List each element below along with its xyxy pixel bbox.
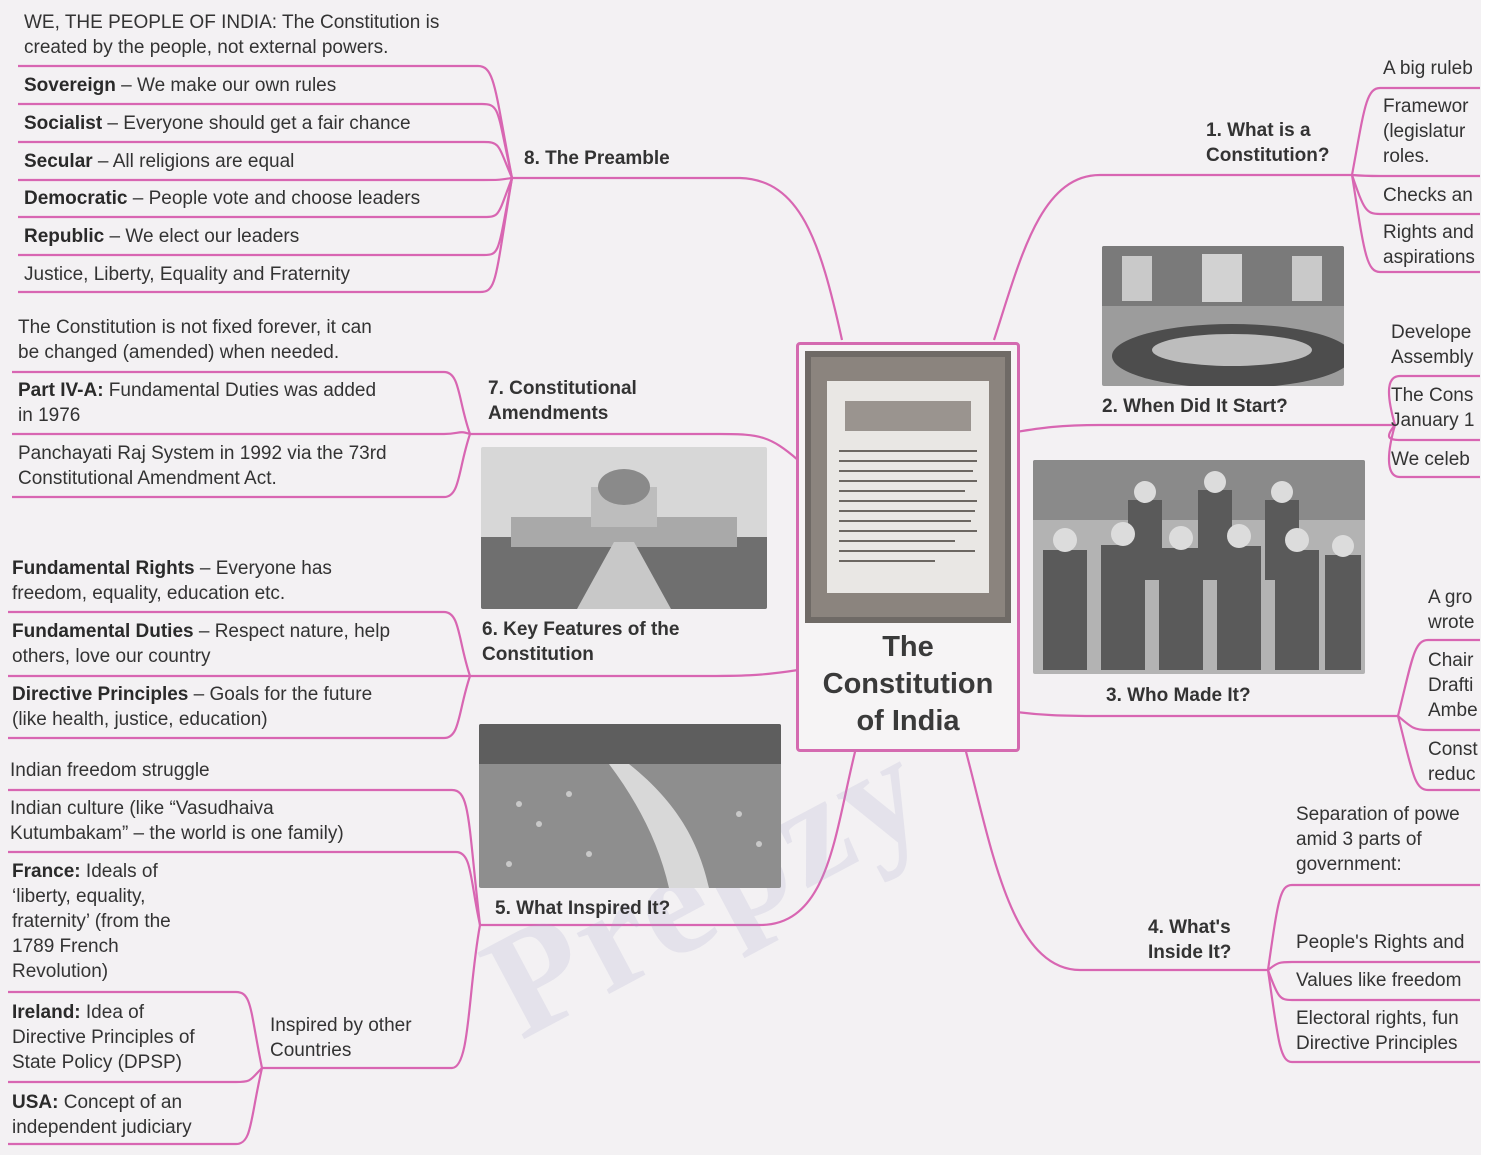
timeline-item: Develope Assembly — [1391, 322, 1474, 368]
amendment-item-text: The Constitution is not fixed forever, i… — [18, 317, 372, 363]
content-item: Values like freedom — [1296, 970, 1462, 991]
preamble-item: Socialist – Everyone should get a fair c… — [24, 111, 411, 136]
page-edge — [1481, 0, 1493, 1155]
preamble-item-term: Republic — [24, 226, 105, 247]
feature-item-text: – Goals for the future (like health, jus… — [12, 684, 373, 730]
preamble-item: Justice, Liberty, Equality and Fraternit… — [24, 262, 350, 287]
branch-when-title: 2. When Did It Start? — [1102, 396, 1288, 417]
freedom-march-photo — [479, 724, 781, 888]
definition-item: A big ruleb — [1383, 58, 1473, 79]
constituent-assembly-members-photo — [1033, 460, 1365, 674]
amendment-item-text: Panchayati Raj System in 1992 via the 73… — [18, 443, 387, 489]
preamble-item: Secular – All religions are equal — [24, 149, 294, 174]
preamble-item-text: – We make our own rules — [115, 75, 337, 96]
definition-item: Framewor (legislatur roles. — [1383, 96, 1469, 167]
country-item: France: Ideals of ‘liberty, equality, fr… — [12, 859, 171, 984]
center-title: The Constitution of India — [822, 631, 994, 737]
content-item: Separation of powe amid 3 parts of gover… — [1296, 804, 1460, 875]
branch-inspired-title: 5. What Inspired It? — [495, 898, 671, 919]
constitution-preamble-image — [805, 351, 1011, 623]
country-item: USA: Concept of an independent judiciary — [12, 1090, 192, 1140]
country-name: Ireland: — [12, 1002, 81, 1023]
country-text: Idea of Directive Principles of State Po… — [12, 1002, 195, 1073]
preamble-item-term: Socialist — [24, 113, 103, 134]
branch-preamble-title: 8. The Preamble — [524, 148, 670, 169]
timeline-item: We celeb — [1391, 449, 1470, 470]
rashtrapati-bhavan-photo — [481, 447, 767, 609]
country-item: Ireland: Idea of Directive Principles of… — [12, 1000, 195, 1075]
feature-item-text: – Respect nature, help others, love our … — [12, 621, 391, 667]
country-name: France: — [12, 861, 81, 882]
feature-item-text: – Everyone has freedom, equality, educat… — [12, 558, 332, 604]
branch-key-features-title: 6. Key Features of the Constitution — [482, 619, 680, 665]
country-text: Concept of an independent judiciary — [12, 1092, 192, 1138]
feature-item: Fundamental Duties – Respect nature, hel… — [12, 619, 390, 669]
preamble-item-text: – All religions are equal — [92, 151, 295, 172]
preamble-item-term: Secular — [24, 151, 93, 172]
inspired-by-countries-label: Inspired by other Countries — [270, 1015, 412, 1061]
maker-item: Const reduc — [1428, 739, 1478, 785]
amendment-item: Part IV-A: Fundamental Duties was added … — [18, 378, 376, 428]
branch-inside-title: 4. What's Inside It? — [1148, 917, 1232, 963]
assembly-hall-photo — [1102, 246, 1344, 386]
feature-item-term: Fundamental Duties — [12, 621, 194, 642]
inspiration-item: Indian freedom struggle — [10, 760, 210, 781]
amendment-item: The Constitution is not fixed forever, i… — [18, 315, 372, 365]
amendment-item-text: Fundamental Duties was added in 1976 — [18, 380, 377, 426]
feature-item: Fundamental Rights – Everyone has freedo… — [12, 556, 332, 606]
timeline-item: The Cons January 1 — [1391, 385, 1475, 431]
preamble-item-term: Sovereign — [24, 75, 116, 96]
preamble-item: Sovereign – We make our own rules — [24, 73, 336, 98]
preamble-item-text: – We elect our leaders — [104, 226, 300, 247]
country-name: USA: — [12, 1092, 59, 1113]
content-item: Electoral rights, fun Directive Principl… — [1296, 1008, 1459, 1054]
content-item: People's Rights and — [1296, 932, 1465, 953]
preamble-item-text: – People vote and choose leaders — [127, 188, 421, 209]
branch-what-is-title: 1. What is a Constitution? — [1206, 120, 1330, 166]
amendment-item: Panchayati Raj System in 1992 via the 73… — [18, 441, 387, 491]
amendment-item-term: Part IV-A: — [18, 380, 104, 401]
center-node: The Constitution of India — [796, 342, 1020, 752]
feature-item-term: Fundamental Rights — [12, 558, 195, 579]
inspiration-item: Indian culture (like “Vasudhaiva Kutumba… — [10, 798, 344, 844]
preamble-item-text: – Everyone should get a fair chance — [102, 113, 411, 134]
definition-item: Checks an — [1383, 185, 1473, 206]
branch-amendments-title: 7. Constitutional Amendments — [488, 378, 637, 424]
maker-item: A gro wrote — [1428, 587, 1475, 633]
maker-item: Chair Drafti Ambe — [1428, 650, 1478, 721]
country-text: Ideals of ‘liberty, equality, fraternity… — [12, 861, 171, 982]
definition-item: Rights and aspirations — [1383, 222, 1475, 268]
preamble-item-text: WE, THE PEOPLE OF INDIA: The Constitutio… — [24, 12, 440, 58]
preamble-item: WE, THE PEOPLE OF INDIA: The Constitutio… — [24, 10, 439, 60]
feature-item-term: Directive Principles — [12, 684, 189, 705]
preamble-item-text: Justice, Liberty, Equality and Fraternit… — [24, 264, 350, 285]
feature-item: Directive Principles – Goals for the fut… — [12, 682, 372, 732]
branch-who-title: 3. Who Made It? — [1106, 685, 1251, 706]
preamble-item-term: Democratic — [24, 188, 128, 209]
preamble-item: Democratic – People vote and choose lead… — [24, 186, 420, 211]
preamble-item: Republic – We elect our leaders — [24, 224, 299, 249]
